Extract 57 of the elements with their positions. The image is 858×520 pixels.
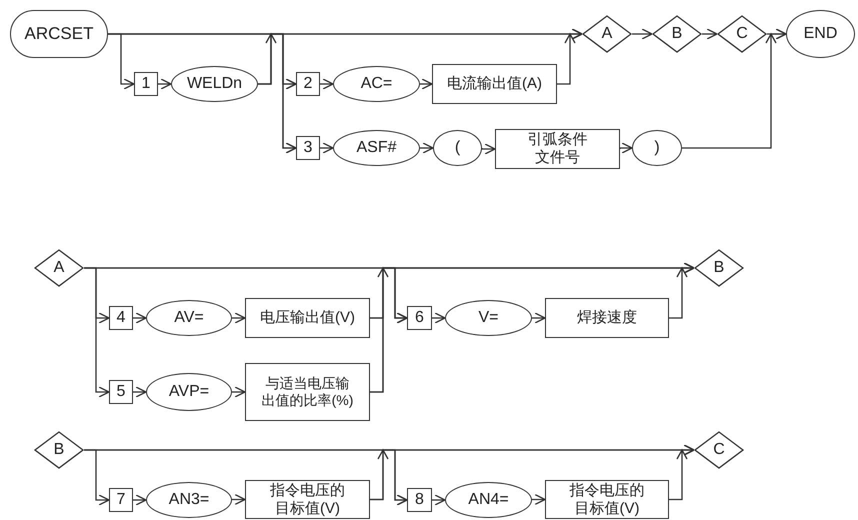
parameter-box: 2 <box>296 72 320 96</box>
keyword-ellipse: AN4= <box>445 482 532 518</box>
parameter-box: 6 <box>407 306 432 330</box>
parameter-box: 1 <box>134 72 158 96</box>
arrow <box>158 78 172 90</box>
arrow <box>669 262 695 319</box>
arrow <box>320 78 334 90</box>
keyword-ellipse: AC= <box>333 66 420 102</box>
arrow <box>702 28 718 40</box>
parameter-box: 与适当电压输出值的比率(%) <box>245 363 370 421</box>
keyword-ellipse: ) <box>632 130 682 166</box>
arrow <box>133 386 147 398</box>
parameter-box: 指令电压的目标值(V) <box>245 480 370 519</box>
keyword-ellipse: V= <box>445 300 532 336</box>
terminal-pill: ARCSET <box>10 10 108 58</box>
connector-diamond: A <box>34 249 84 287</box>
arrow <box>619 142 633 154</box>
arrow <box>320 142 334 154</box>
parameter-box: 电压输出值(V) <box>245 298 370 338</box>
arrow <box>432 312 446 324</box>
arrow <box>532 312 546 324</box>
arrow <box>632 28 653 40</box>
parameter-box: 3 <box>296 136 320 160</box>
arrow <box>432 494 446 506</box>
keyword-ellipse: WELDn <box>171 66 258 102</box>
connector-diamond: C <box>694 431 744 469</box>
connector-diamond: C <box>717 15 767 53</box>
keyword-ellipse: AVP= <box>146 373 232 411</box>
parameter-box: 焊接速度 <box>545 298 669 338</box>
arrow <box>420 78 433 90</box>
parameter-box: 5 <box>109 380 133 404</box>
arrow <box>133 494 147 506</box>
arrow <box>481 143 496 155</box>
connector-diamond: B <box>34 431 84 469</box>
arrow <box>531 494 546 506</box>
arrow <box>232 312 246 324</box>
keyword-ellipse: END <box>786 10 855 58</box>
keyword-ellipse: ASF# <box>333 130 420 166</box>
parameter-box: 电流输出值(A) <box>432 64 557 104</box>
parameter-box: 4 <box>109 306 133 330</box>
parameter-box: 7 <box>109 488 133 512</box>
arrow <box>420 142 434 154</box>
keyword-ellipse: AV= <box>146 300 232 336</box>
arrow <box>232 386 246 398</box>
arrow <box>133 312 147 324</box>
parameter-box: 引弧条件文件号 <box>495 129 620 169</box>
connector-diamond: B <box>652 15 702 53</box>
arrow <box>231 494 246 506</box>
arrow <box>669 444 695 500</box>
connector-diamond: B <box>694 249 744 287</box>
connector-diamond: A <box>582 15 632 53</box>
arrow <box>557 28 583 85</box>
arrow <box>767 28 787 40</box>
keyword-ellipse: AN3= <box>146 482 232 518</box>
parameter-box: 指令电压的目标值(V) <box>545 480 669 519</box>
keyword-ellipse: ( <box>433 130 482 166</box>
parameter-box: 8 <box>407 488 432 512</box>
